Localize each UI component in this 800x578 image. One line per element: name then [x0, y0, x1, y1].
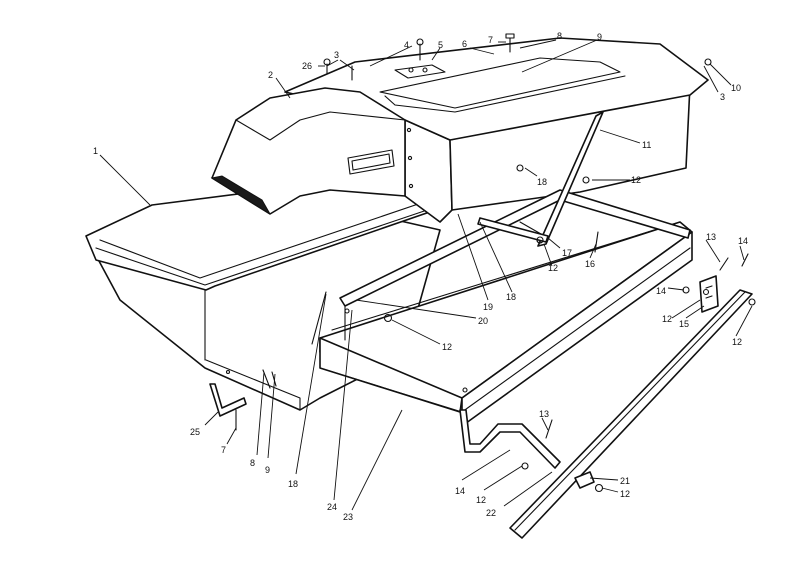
callout-labels: 1 2 26 3 4 5 6 7 8 9 10 3 11 18 12 17 12…: [93, 31, 748, 522]
callout-14-b: 14: [656, 286, 666, 296]
callout-7: 7: [488, 35, 493, 45]
callout-25: 25: [190, 427, 200, 437]
callout-12-c: 12: [662, 314, 672, 324]
callout-2: 2: [268, 70, 273, 80]
callout-12-b: 12: [548, 263, 558, 273]
support-frame: [319, 189, 693, 469]
callout-18: 18: [537, 177, 547, 187]
leader-lines: [99, 39, 753, 511]
callout-11: 11: [642, 140, 651, 150]
callout-10: 10: [731, 83, 741, 93]
fasteners: [235, 33, 756, 493]
callout-19: 19: [483, 302, 493, 312]
callout-8: 8: [557, 31, 562, 41]
callout-12-d: 12: [732, 337, 742, 347]
callout-17: 17: [562, 248, 572, 258]
callout-8-b: 8: [250, 458, 255, 468]
callout-13: 13: [706, 232, 716, 242]
callout-9: 9: [597, 32, 602, 42]
callout-22: 22: [486, 508, 496, 518]
callout-9-b: 9: [265, 465, 270, 475]
callout-12: 12: [631, 175, 641, 185]
side-rail: [509, 289, 753, 539]
callout-7-b: 7: [221, 445, 226, 455]
callout-20: 20: [478, 316, 488, 326]
callout-4: 4: [404, 40, 409, 50]
link-rod: [477, 217, 549, 243]
callout-14-c: 14: [455, 486, 465, 496]
callout-16: 16: [585, 259, 595, 269]
callout-1: 1: [93, 146, 98, 156]
callout-24: 24: [327, 502, 337, 512]
callout-14: 14: [738, 236, 748, 246]
callout-3-right: 3: [720, 92, 725, 102]
handle: [209, 383, 247, 417]
mount-bracket: [699, 275, 719, 313]
callout-13-b: 13: [539, 409, 549, 419]
callout-21: 21: [620, 476, 630, 486]
callout-12-f: 12: [476, 495, 486, 505]
callout-23: 23: [343, 512, 353, 522]
callout-5: 5: [438, 40, 443, 50]
discharge-chute: [210, 87, 406, 215]
callout-26: 26: [302, 61, 312, 71]
callout-6: 6: [462, 39, 467, 49]
callout-15: 15: [679, 319, 689, 329]
callout-18-b: 18: [506, 292, 516, 302]
callout-3: 3: [334, 50, 339, 60]
callout-12-g: 12: [620, 489, 630, 499]
callout-12-e: 12: [442, 342, 452, 352]
callout-18-c: 18: [288, 479, 298, 489]
